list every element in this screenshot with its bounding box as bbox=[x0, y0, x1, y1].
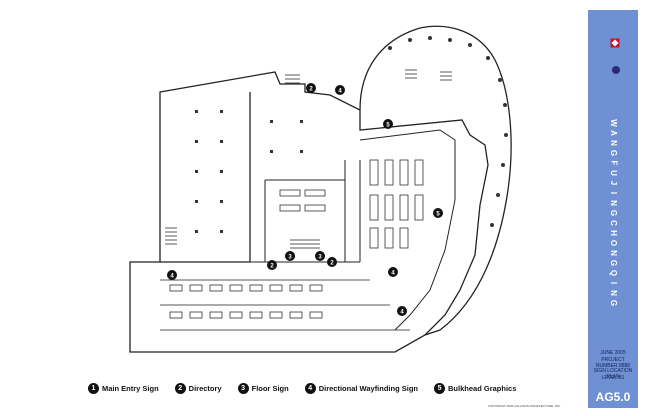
sign-type-legend: 1 Main Entry Sign 2 Directory 3 Floor Si… bbox=[88, 380, 558, 396]
title-letter: G bbox=[608, 259, 618, 267]
marker-5-atrium-east: 5 bbox=[433, 208, 443, 218]
marker-2-center-left: 2 bbox=[267, 260, 277, 270]
title-letter: N bbox=[609, 140, 618, 146]
title-letter: J bbox=[608, 180, 618, 186]
title-letter: I bbox=[608, 281, 618, 285]
inner-curve-wall bbox=[359, 129, 456, 331]
legend-number: 3 bbox=[237, 382, 249, 394]
legend-label: Directional Wayfinding Sign bbox=[318, 383, 419, 393]
marker-2-stair-north: 2 bbox=[306, 83, 316, 93]
legend-label: Main Entry Sign bbox=[102, 383, 159, 393]
title-letter: Q bbox=[608, 269, 618, 277]
svg-text:5: 5 bbox=[436, 212, 440, 218]
legend-item-directory: 2 Directory bbox=[174, 382, 222, 394]
legend-item-main-entry-sign: 1 Main Entry Sign bbox=[88, 382, 159, 394]
title-letter: A bbox=[609, 130, 618, 136]
svg-text:2: 2 bbox=[270, 264, 274, 270]
title-letter: N bbox=[609, 250, 618, 256]
legend-number: 2 bbox=[174, 382, 186, 394]
marker-2-center-right: 2 bbox=[327, 257, 337, 267]
marker-3-center-b: 3 bbox=[315, 251, 325, 261]
project-number: PROJECT NUMBER 8888 bbox=[595, 357, 631, 369]
legend-label: Floor Sign bbox=[251, 383, 289, 393]
title-letter: U bbox=[609, 170, 618, 176]
marker-4-curve-lower: 4 bbox=[397, 306, 407, 316]
legend-number: 1 bbox=[88, 382, 99, 394]
title-letter: N bbox=[609, 200, 618, 206]
level-label: LEVEL B1 bbox=[601, 375, 625, 381]
marker-4-stair-north-east: 4 bbox=[335, 85, 345, 95]
plan-outline-west bbox=[129, 71, 489, 353]
legend-item-floor-sign: 3 Floor Sign bbox=[237, 382, 289, 394]
copyright-note: COPYRIGHT 2005 CALLISON ARCHITECTURE, IN… bbox=[488, 404, 561, 408]
plan-outline-east bbox=[359, 25, 512, 336]
svg-text:4: 4 bbox=[400, 310, 404, 316]
title-letter: O bbox=[608, 239, 618, 247]
legend-label: Bulkhead Graphics bbox=[448, 383, 517, 393]
floor-plan-drawing: 2 4 5 5 4 2 3 3 2 4 4 bbox=[129, 25, 512, 353]
svg-text:3: 3 bbox=[318, 255, 322, 261]
title-letter: N bbox=[609, 290, 618, 296]
drawing-code: AG5.0 bbox=[595, 390, 631, 404]
marker-4-curve-upper: 4 bbox=[388, 267, 398, 277]
title-letter: C bbox=[609, 220, 618, 226]
svg-text:4: 4 bbox=[170, 274, 174, 280]
title-letter: H bbox=[609, 230, 618, 236]
title-letter: I bbox=[608, 191, 618, 195]
partner-logo-icon bbox=[612, 66, 620, 74]
svg-text:5: 5 bbox=[386, 123, 390, 129]
svg-text:4: 4 bbox=[338, 89, 342, 95]
legend-item-bulkhead-graphics: 5 Bulkhead Graphics bbox=[434, 382, 517, 394]
legend-number: 4 bbox=[304, 382, 316, 394]
title-letter: W bbox=[609, 119, 618, 127]
title-letter: G bbox=[608, 149, 618, 157]
svg-text:4: 4 bbox=[391, 271, 395, 277]
title-letter: G bbox=[608, 299, 618, 307]
drawing-date: JUNE 2005 bbox=[600, 350, 626, 356]
title-letter: G bbox=[608, 209, 618, 217]
marker-3-center-a: 3 bbox=[285, 251, 295, 261]
marker-4-west-entrance: 4 bbox=[167, 270, 177, 280]
legend-item-directional-wayfinding-sign: 4 Directional Wayfinding Sign bbox=[304, 382, 419, 394]
legend-number: 5 bbox=[434, 382, 446, 394]
sheet-title: SIGN LOCATION PLAN bbox=[593, 368, 633, 380]
svg-text:2: 2 bbox=[330, 261, 334, 267]
company-logo-icon bbox=[610, 38, 620, 48]
title-letter: F bbox=[608, 160, 618, 166]
marker-5-atrium-top: 5 bbox=[383, 119, 393, 129]
legend-label: Directory bbox=[188, 383, 222, 393]
svg-text:2: 2 bbox=[309, 87, 313, 93]
svg-text:3: 3 bbox=[288, 255, 292, 261]
